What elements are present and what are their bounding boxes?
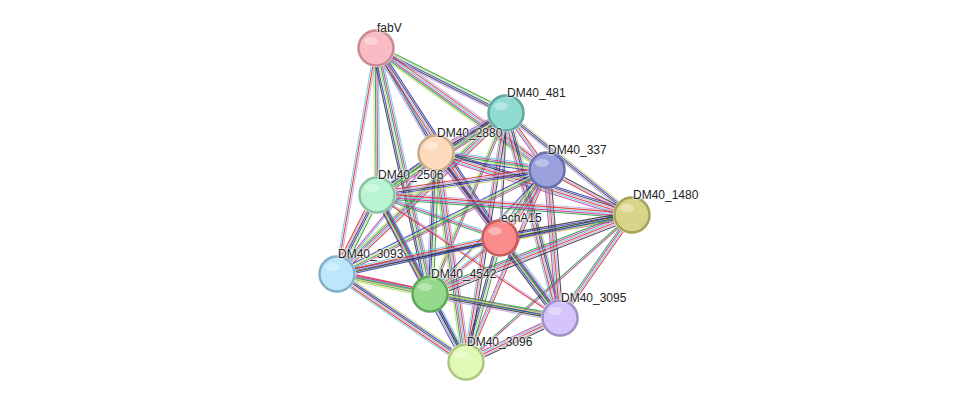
evidence-line: [565, 177, 616, 204]
protein-node: DM40_337: [528, 151, 566, 189]
protein-node: DM40_2880: [417, 134, 455, 172]
node-fill: [359, 31, 394, 66]
node-label: echA15: [501, 211, 542, 225]
node-fill: [530, 153, 565, 188]
evidence-line: [512, 253, 549, 303]
evidence-line: [394, 203, 481, 233]
evidence-line: [449, 297, 542, 314]
node-highlight: [364, 37, 378, 45]
interaction-edge: [437, 310, 458, 346]
node-highlight: [424, 142, 438, 150]
evidence-line: [349, 124, 490, 259]
node-fill: [413, 277, 448, 312]
node-fill: [615, 198, 650, 233]
interaction-edge: [339, 66, 375, 255]
evidence-line: [449, 296, 542, 313]
protein-node: DM40_3095: [541, 299, 579, 337]
node-label: DM40_3093: [338, 247, 403, 261]
node-fill: [489, 96, 524, 131]
evidence-line: [437, 312, 455, 346]
node-label: DM40_1480: [633, 188, 698, 202]
protein-node: DM40_3096: [447, 343, 485, 381]
evidence-line: [511, 254, 548, 304]
evidence-line: [440, 310, 458, 344]
node-fill: [483, 221, 518, 256]
interaction-edge: [448, 294, 542, 317]
node-label: DM40_2506: [378, 168, 443, 182]
node-label: DM40_337: [548, 143, 607, 157]
protein-node: DM40_4542: [411, 275, 449, 313]
node-label: fabV: [377, 21, 402, 35]
evidence-line: [388, 211, 423, 276]
interaction-edge: [355, 217, 613, 272]
node-highlight: [365, 184, 379, 192]
evidence-line: [376, 67, 378, 176]
evidence-line: [393, 57, 533, 157]
node-fill: [449, 345, 484, 380]
evidence-line: [340, 67, 373, 256]
evidence-line: [448, 301, 541, 318]
node-label: DM40_4542: [431, 267, 496, 281]
node-label: DM40_3096: [467, 335, 532, 349]
node-highlight: [418, 283, 432, 291]
evidence-line: [564, 179, 615, 206]
evidence-line: [390, 61, 530, 161]
protein-node: fabV: [357, 29, 395, 67]
interaction-edge: [563, 177, 616, 207]
node-fill: [320, 257, 355, 292]
node-highlight: [454, 351, 468, 359]
evidence-line: [509, 255, 546, 305]
evidence-line: [373, 67, 375, 176]
evidence-line: [339, 66, 372, 255]
evidence-line: [448, 299, 541, 316]
interaction-edge: [508, 251, 552, 305]
node-highlight: [325, 263, 339, 271]
node-label: DM40_481: [507, 86, 566, 100]
node-label: DM40_2880: [437, 126, 502, 140]
node-fill: [360, 178, 395, 213]
interaction-edge: [374, 67, 380, 176]
node-highlight: [535, 159, 549, 167]
protein-node: DM40_3093: [318, 255, 356, 293]
evidence-line: [384, 213, 419, 278]
evidence-line: [342, 67, 375, 256]
evidence-line: [396, 195, 613, 212]
evidence-line: [513, 252, 550, 302]
node-label: DM40_3095: [561, 291, 626, 305]
evidence-line: [563, 180, 614, 207]
node-fill: [543, 301, 578, 336]
node-highlight: [548, 307, 562, 315]
evidence-line: [375, 67, 377, 176]
node-highlight: [494, 102, 508, 110]
node-fill: [419, 136, 454, 171]
protein-node: DM40_1480: [613, 196, 651, 234]
node-highlight: [488, 227, 502, 235]
evidence-line: [439, 311, 457, 345]
evidence-line: [508, 256, 545, 306]
protein-node: DM40_2506: [358, 176, 396, 214]
node-highlight: [620, 204, 634, 212]
protein-node: echA15: [481, 219, 519, 257]
evidence-line: [515, 251, 552, 301]
